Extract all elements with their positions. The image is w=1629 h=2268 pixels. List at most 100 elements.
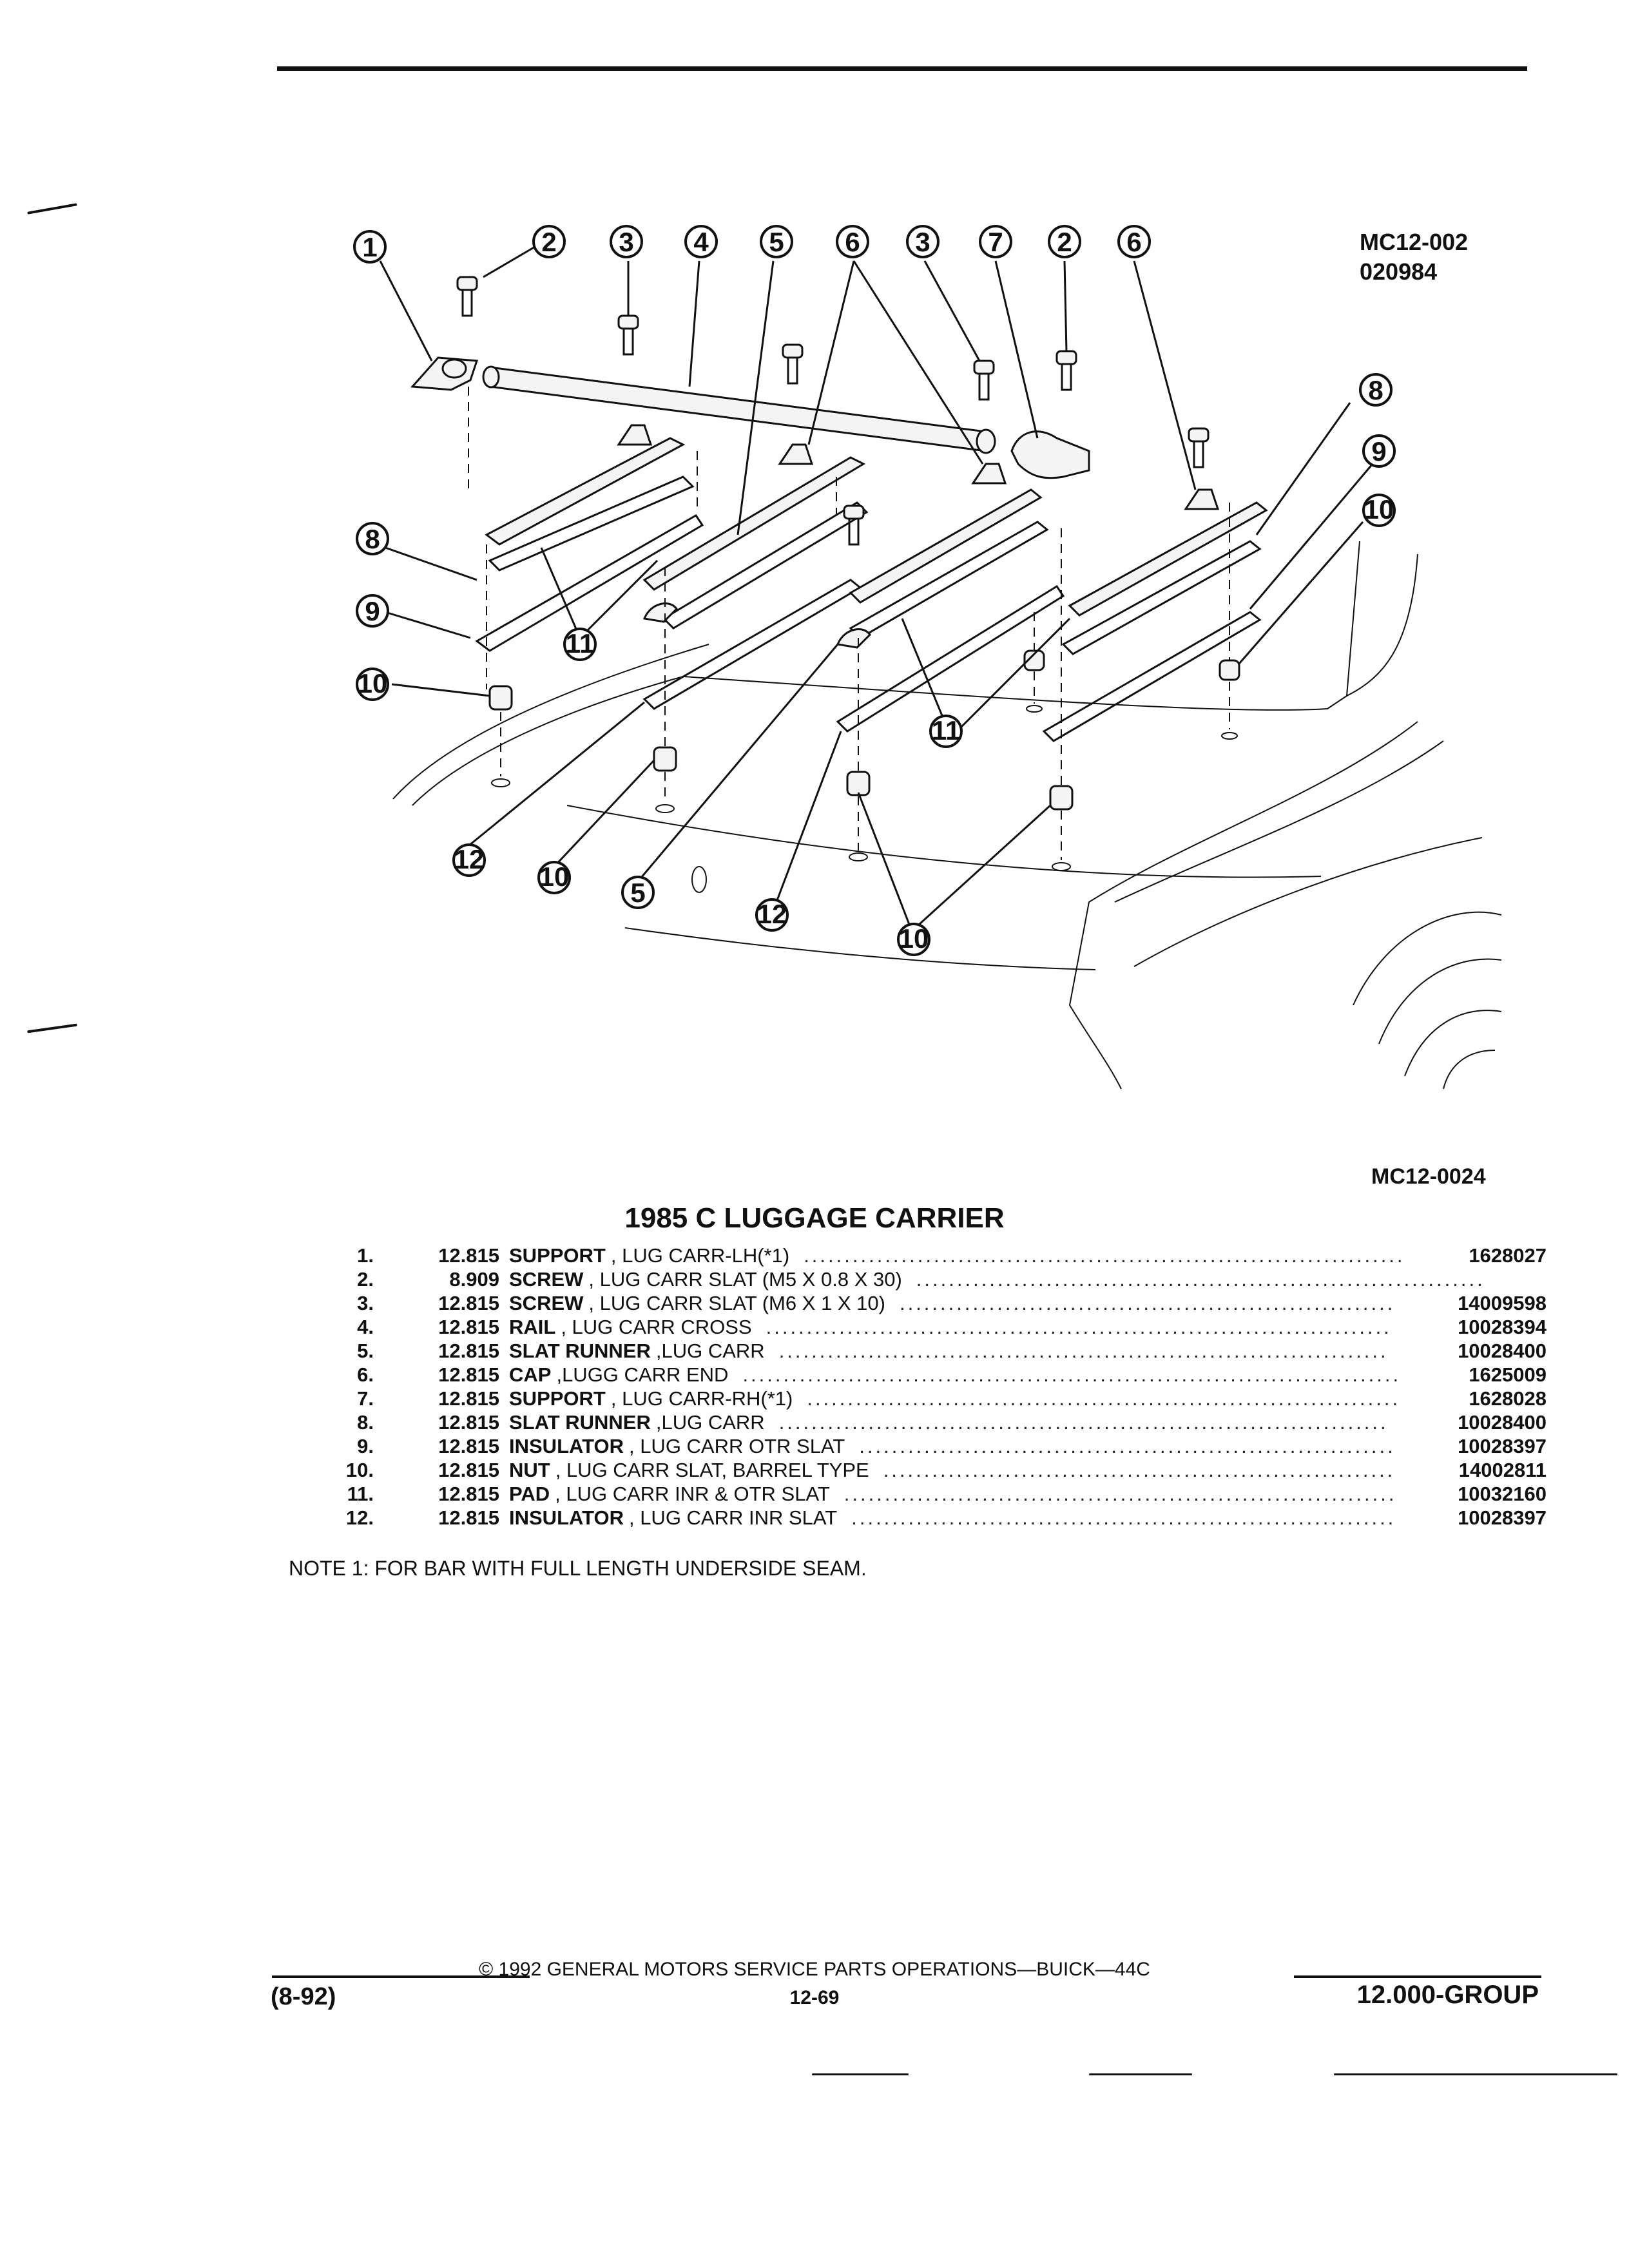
footnote: NOTE 1: FOR BAR WITH FULL LENGTH UNDERSI… — [289, 1557, 867, 1580]
part-description: INSULATOR, LUG CARR OTR SLAT............… — [509, 1434, 1396, 1458]
leader-dots: ........................................… — [883, 1459, 1396, 1481]
callout-10: 10 — [1362, 494, 1396, 527]
svg-text:9: 9 — [365, 596, 380, 626]
svg-text:8: 8 — [1368, 375, 1383, 405]
callout-11: 11 — [563, 628, 597, 661]
leader-lines — [379, 245, 1374, 932]
svg-text:5: 5 — [630, 878, 645, 908]
part-number: 1625009 — [1469, 1363, 1547, 1386]
part-name: CAP — [509, 1363, 552, 1386]
svg-text:10: 10 — [899, 923, 929, 954]
part-description: SUPPORT, LUG CARR-LH(*1)................… — [509, 1244, 1405, 1267]
item-number: 12. — [345, 1506, 374, 1529]
part-name: INSULATOR — [509, 1435, 624, 1457]
part-description: INSULATOR, LUG CARR INR SLAT............… — [509, 1506, 1396, 1530]
item-number: 3. — [357, 1292, 374, 1314]
item-number: 10. — [345, 1459, 374, 1481]
group-number: 12.815 — [438, 1340, 499, 1362]
slat-runners — [475, 437, 1268, 742]
part-detail: ,LUGG CARR END — [556, 1363, 729, 1386]
svg-text:10: 10 — [1364, 494, 1394, 524]
svg-text:11: 11 — [566, 628, 594, 658]
callout-6: 6 — [836, 225, 869, 258]
group-number: 12.815 — [438, 1387, 499, 1410]
leader-dots: ........................................… — [766, 1316, 1392, 1338]
part-description: RAIL, LUG CARR CROSS....................… — [509, 1315, 1392, 1339]
part-detail: , LUG CARR SLAT, BARREL TYPE — [555, 1459, 869, 1481]
callout-12: 12 — [452, 843, 486, 877]
figure-ref-code: MC12-002 — [1360, 229, 1469, 255]
leader-dots: ........................................… — [742, 1363, 1402, 1386]
callouts: 1 2 3 4 5 6 3 7 2 6 8 9 10 8 9 10 11 11 … — [0, 0, 1396, 956]
group-number: 12.815 — [438, 1316, 499, 1338]
vehicle-body-outline — [392, 541, 1502, 1090]
svg-text:7: 7 — [988, 227, 1003, 257]
exploded-view-diagram: 1 2 3 4 5 6 3 7 2 6 8 9 10 8 9 10 11 11 … — [0, 0, 1502, 1090]
leader-dots: ........................................… — [807, 1387, 1401, 1410]
svg-text:6: 6 — [845, 227, 860, 257]
part-number: 14002811 — [1458, 1459, 1547, 1481]
part-number: 10028397 — [1458, 1506, 1547, 1529]
item-number: 2. — [357, 1268, 374, 1291]
callout-5: 5 — [760, 225, 793, 258]
scan-mark — [1334, 2073, 1617, 2075]
page-number: 12-69 — [789, 1987, 840, 2008]
part-description: NUT, LUG CARR SLAT, BARREL TYPE.........… — [509, 1458, 1395, 1482]
svg-text:10: 10 — [539, 861, 570, 892]
part-name: SLAT RUNNER — [509, 1340, 651, 1362]
svg-text:3: 3 — [619, 227, 633, 257]
part-name: RAIL — [509, 1316, 556, 1338]
end-caps — [617, 424, 1220, 649]
callout-2: 2 — [532, 225, 566, 258]
svg-text:12: 12 — [454, 844, 485, 874]
group-number: 12.815 — [438, 1363, 499, 1386]
page-title: 1985 C LUGGAGE CARRIER — [624, 1202, 1005, 1234]
item-number: 6. — [357, 1363, 374, 1386]
item-number: 5. — [357, 1340, 374, 1362]
scan-mark — [1089, 2073, 1192, 2075]
part-name: PAD — [509, 1483, 550, 1505]
part-description: SLAT RUNNER,LUG CARR....................… — [509, 1339, 1389, 1363]
support-rh — [1010, 430, 1090, 479]
group-number: 12.815 — [438, 1459, 499, 1481]
assembly-centerlines — [468, 387, 1230, 860]
footer-rule-right — [1294, 1975, 1541, 1978]
callout-8: 8 — [1359, 373, 1393, 407]
part-number: 1628028 — [1469, 1387, 1547, 1410]
part-name: SUPPORT — [509, 1387, 606, 1410]
footer-rule-left — [272, 1975, 530, 1978]
callout-7: 7 — [979, 225, 1012, 258]
part-detail: , LUG CARR INR SLAT — [628, 1506, 838, 1529]
screws — [456, 276, 1210, 546]
part-description: SCREW, LUG CARR SLAT (M5 X 0.8 X 30)....… — [509, 1267, 1485, 1291]
scan-mark — [812, 2073, 909, 2075]
part-description: SUPPORT, LUG CARR-RH(*1)................… — [509, 1387, 1400, 1410]
part-number: 10032160 — [1458, 1483, 1547, 1505]
part-name: SCREW — [509, 1268, 584, 1291]
group-number: 12.815 — [438, 1483, 499, 1505]
leader-dots: ........................................… — [851, 1506, 1396, 1529]
callout-3: 3 — [610, 225, 643, 258]
svg-text:11: 11 — [932, 715, 960, 745]
figure-ref-date: 020984 — [1360, 258, 1438, 285]
part-detail: , LUG CARR OTR SLAT — [628, 1435, 845, 1457]
figure-code: MC12-0024 — [1371, 1164, 1486, 1189]
callout-4: 4 — [684, 225, 718, 258]
footer-copyright: © 1992 GENERAL MOTORS SERVICE PARTS OPER… — [479, 1959, 1150, 1980]
callout-9: 9 — [356, 594, 389, 628]
part-detail: ,LUG CARR — [655, 1340, 765, 1362]
svg-text:8: 8 — [365, 524, 380, 554]
leader-dots: ........................................… — [899, 1292, 1396, 1314]
item-number: 1. — [357, 1244, 374, 1267]
item-number: 11. — [347, 1483, 374, 1505]
part-detail: , LUG CARR-LH(*1) — [610, 1244, 790, 1267]
part-number: 10028400 — [1458, 1411, 1547, 1434]
top-rule — [277, 66, 1527, 71]
leader-dots: ........................................… — [843, 1483, 1397, 1505]
svg-text:9: 9 — [1371, 436, 1386, 466]
callout-2: 2 — [1048, 225, 1081, 258]
